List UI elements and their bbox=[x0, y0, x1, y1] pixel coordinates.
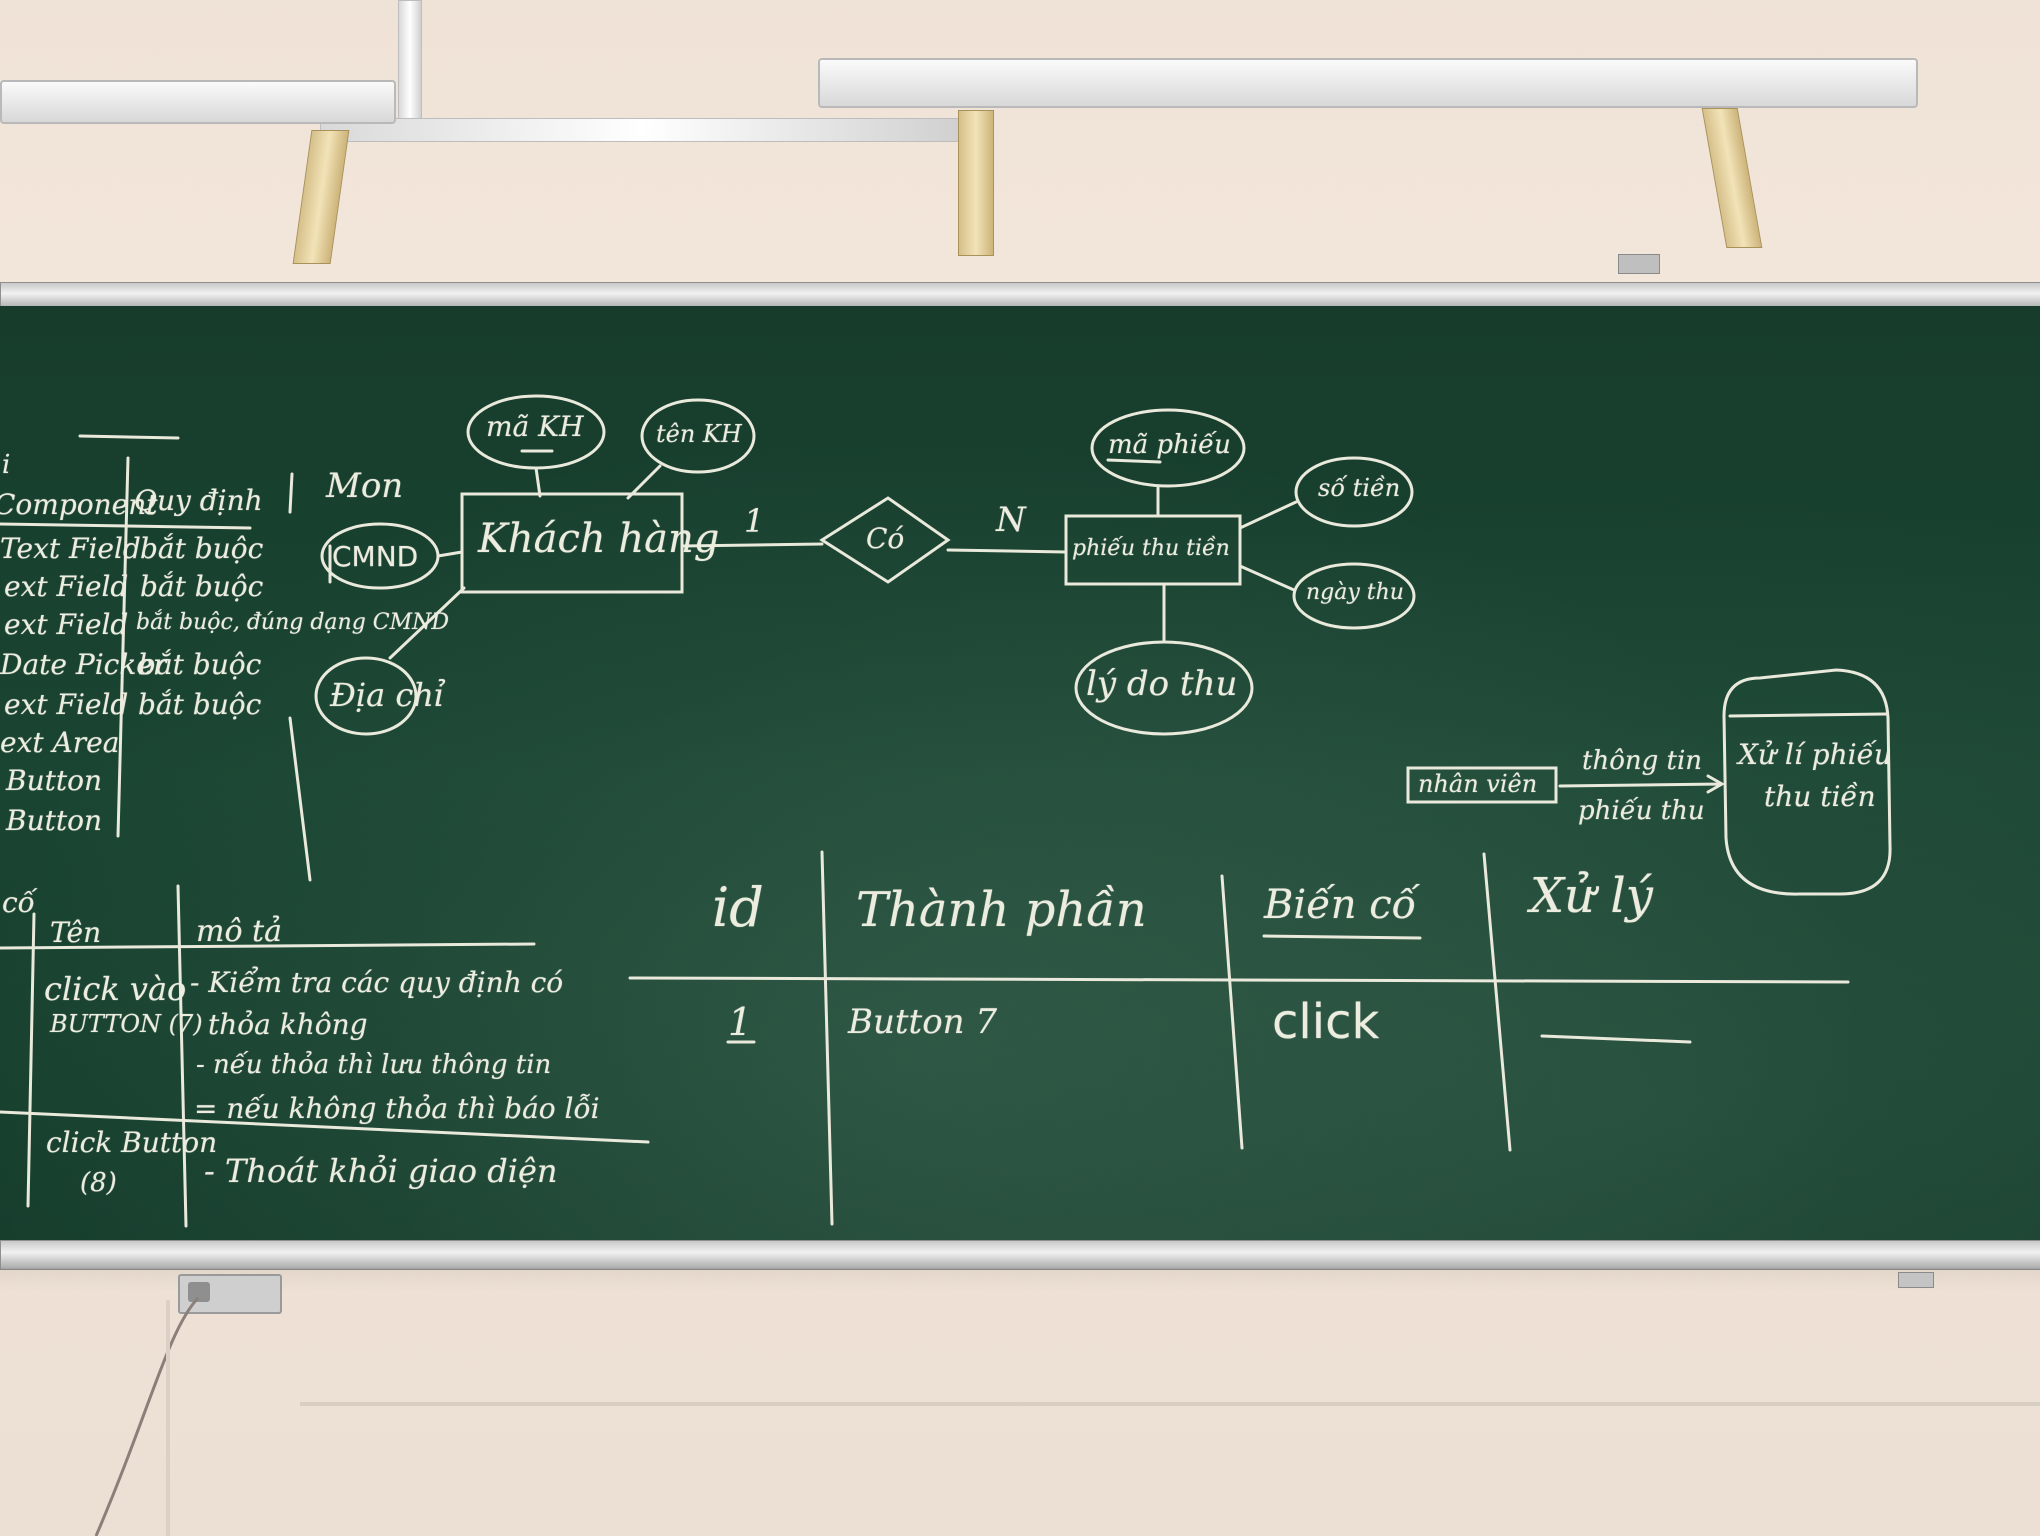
attr-ten-kh-ellipse bbox=[640, 398, 756, 474]
event-row-1-desc-1: - Kiểm tra các quy định có bbox=[190, 966, 564, 999]
event-table-divider-1 bbox=[26, 912, 36, 1208]
light-bracket-2 bbox=[958, 110, 994, 256]
entity-khach-hang-box bbox=[460, 492, 684, 594]
left-table-top-line bbox=[78, 434, 180, 440]
attr-ngay-thu-ellipse bbox=[1292, 562, 1416, 630]
event-row-2-desc-1: - Thoát khỏi giao diện bbox=[204, 1152, 558, 1190]
bottom-table-header-xu-ly: Xử lý bbox=[1530, 868, 1653, 924]
entity-phieu-thu-label: phiếu thu tiền bbox=[1072, 536, 1230, 561]
mon-bar bbox=[288, 472, 294, 514]
xuly-empty-dash bbox=[1540, 1034, 1692, 1044]
left-table-row-5-rule: bắt buộc bbox=[138, 688, 262, 721]
left-table-row-5-component: ext Field bbox=[4, 688, 129, 721]
attr-ly-do-thu: lý do thu bbox=[1086, 664, 1238, 704]
dfd-flow-label-2: phiếu thu bbox=[1578, 796, 1705, 826]
board-top-rail bbox=[0, 282, 2040, 310]
event-table-divider-2 bbox=[176, 884, 188, 1228]
dfd-process-line-2: thu tiền bbox=[1764, 780, 1876, 813]
left-table-header-rule: Quy định bbox=[134, 484, 263, 517]
left-table-row-2-rule: bắt buộc bbox=[140, 570, 264, 603]
left-table-row-4-component: Date Picker bbox=[0, 648, 167, 681]
attr-ngay-thu: ngày thu bbox=[1306, 580, 1404, 605]
left-table-row-2-component: ext Field bbox=[4, 570, 129, 603]
bottom-table-cell-thanh-phan: Button 7 bbox=[848, 1002, 998, 1042]
board-clip bbox=[1618, 254, 1660, 274]
relationship-co-label: Có bbox=[866, 522, 905, 555]
event-row-2-name-1: click Button bbox=[46, 1126, 218, 1159]
board-clip-bottom bbox=[1898, 1272, 1934, 1288]
entity-phieu-thu-box bbox=[1064, 514, 1242, 586]
event-table-header-name: Tên bbox=[50, 916, 102, 949]
bottom-table-header-thanh-phan: Thành phần bbox=[856, 882, 1147, 938]
bottom-table-header-bien-co: Biến cố bbox=[1264, 882, 1417, 928]
left-table-row-7-component: Button bbox=[6, 764, 103, 797]
event-row-1-desc-2: thỏa không bbox=[208, 1008, 368, 1041]
entity-khach-hang-label: Khách hàng bbox=[478, 516, 720, 562]
left-table-row-1-component: Text Field bbox=[0, 532, 141, 565]
rail-shadow bbox=[0, 1268, 2040, 1292]
bienco-underline bbox=[1262, 934, 1422, 940]
attr-ma-phieu: mã phiếu bbox=[1108, 430, 1231, 460]
chalk-lines-svg bbox=[0, 394, 1892, 1228]
left-side-note-mon: Mon bbox=[326, 466, 404, 506]
chalkboard: i Component Quy định Text Field bắt buộc… bbox=[0, 306, 2040, 1244]
event-row-1-desc-3: - nếu thỏa thì lưu thông tin bbox=[196, 1050, 552, 1080]
wall-conduit-pipe bbox=[398, 0, 422, 122]
event-row-1-name-2: BUTTON (7) bbox=[50, 1010, 203, 1038]
fluorescent-light-left bbox=[0, 80, 396, 124]
attr-dia-chi: Địa chỉ bbox=[330, 676, 445, 714]
attr-so-tien: số tiền bbox=[1318, 474, 1401, 502]
event-table-header-top: cố bbox=[2, 886, 35, 919]
left-table-header-component: Component bbox=[0, 488, 158, 521]
dfd-flow-arrow bbox=[1558, 774, 1726, 794]
event-table-header-desc: mô tả bbox=[196, 914, 282, 949]
bottom-table-col-line-2 bbox=[1220, 874, 1244, 1150]
attr-dia-chi-ellipse bbox=[314, 656, 418, 736]
event-row-2-name-2: (8) bbox=[80, 1168, 117, 1198]
wall-scuff-line bbox=[300, 1402, 2040, 1406]
bottom-table-cell-id: 1 bbox=[728, 1000, 753, 1044]
board-bottom-rail bbox=[0, 1240, 2040, 1270]
attr-ma-phieu-ellipse bbox=[1090, 408, 1246, 488]
bottom-table-col-line-1 bbox=[820, 850, 834, 1226]
dfd-actor-box bbox=[1406, 766, 1558, 804]
attr-so-tien-ellipse bbox=[1294, 456, 1414, 528]
left-table-row-1-rule: bắt buộc bbox=[140, 532, 264, 565]
event-table-row-line bbox=[0, 1110, 650, 1144]
attr-ten-kh: tên KH bbox=[656, 420, 742, 448]
left-table-row-4-rule: bắt buộc bbox=[138, 648, 262, 681]
wall-conduit-horizontal bbox=[320, 118, 962, 142]
left-table-right-line bbox=[288, 716, 312, 882]
dfd-process-box bbox=[1722, 668, 1892, 896]
bottom-table-col-line-3 bbox=[1482, 852, 1512, 1152]
left-table-row-3-rule: bắt buộc, đúng dạng CMND bbox=[136, 610, 450, 635]
event-row-1-desc-4: = nếu không thỏa thì báo lỗi bbox=[194, 1092, 600, 1125]
event-row-1-name-1: click vào bbox=[44, 970, 187, 1008]
left-table-divider bbox=[116, 456, 130, 838]
left-table-row-3-component: ext Field bbox=[4, 608, 129, 641]
dfd-actor-label: nhân viên bbox=[1418, 770, 1538, 798]
left-table-row-6-component: ext Area bbox=[0, 726, 120, 759]
attr-cmnd: CMND bbox=[332, 540, 419, 573]
attr-ma-kh: mã KH bbox=[486, 410, 584, 443]
left-table-row-8-component: Button bbox=[6, 804, 103, 837]
cardinality-one: 1 bbox=[744, 502, 765, 540]
relationship-co-diamond bbox=[819, 496, 951, 584]
cardinality-n: N bbox=[996, 500, 1026, 540]
dfd-flow-label-1: thông tin bbox=[1582, 746, 1703, 776]
socket-plug bbox=[188, 1282, 210, 1302]
event-table-header-line bbox=[0, 942, 536, 950]
fluorescent-light-right bbox=[818, 58, 1918, 108]
attr-ly-do-thu-ellipse bbox=[1074, 640, 1254, 736]
bottom-table-header-id: id bbox=[712, 876, 764, 939]
dfd-process-line-1: Xử lí phiếu bbox=[1738, 738, 1892, 771]
bottom-table-cell-bien-co: click bbox=[1272, 994, 1380, 1050]
left-table-header-top: i bbox=[2, 450, 11, 480]
bottom-table-header-line bbox=[628, 976, 1850, 984]
